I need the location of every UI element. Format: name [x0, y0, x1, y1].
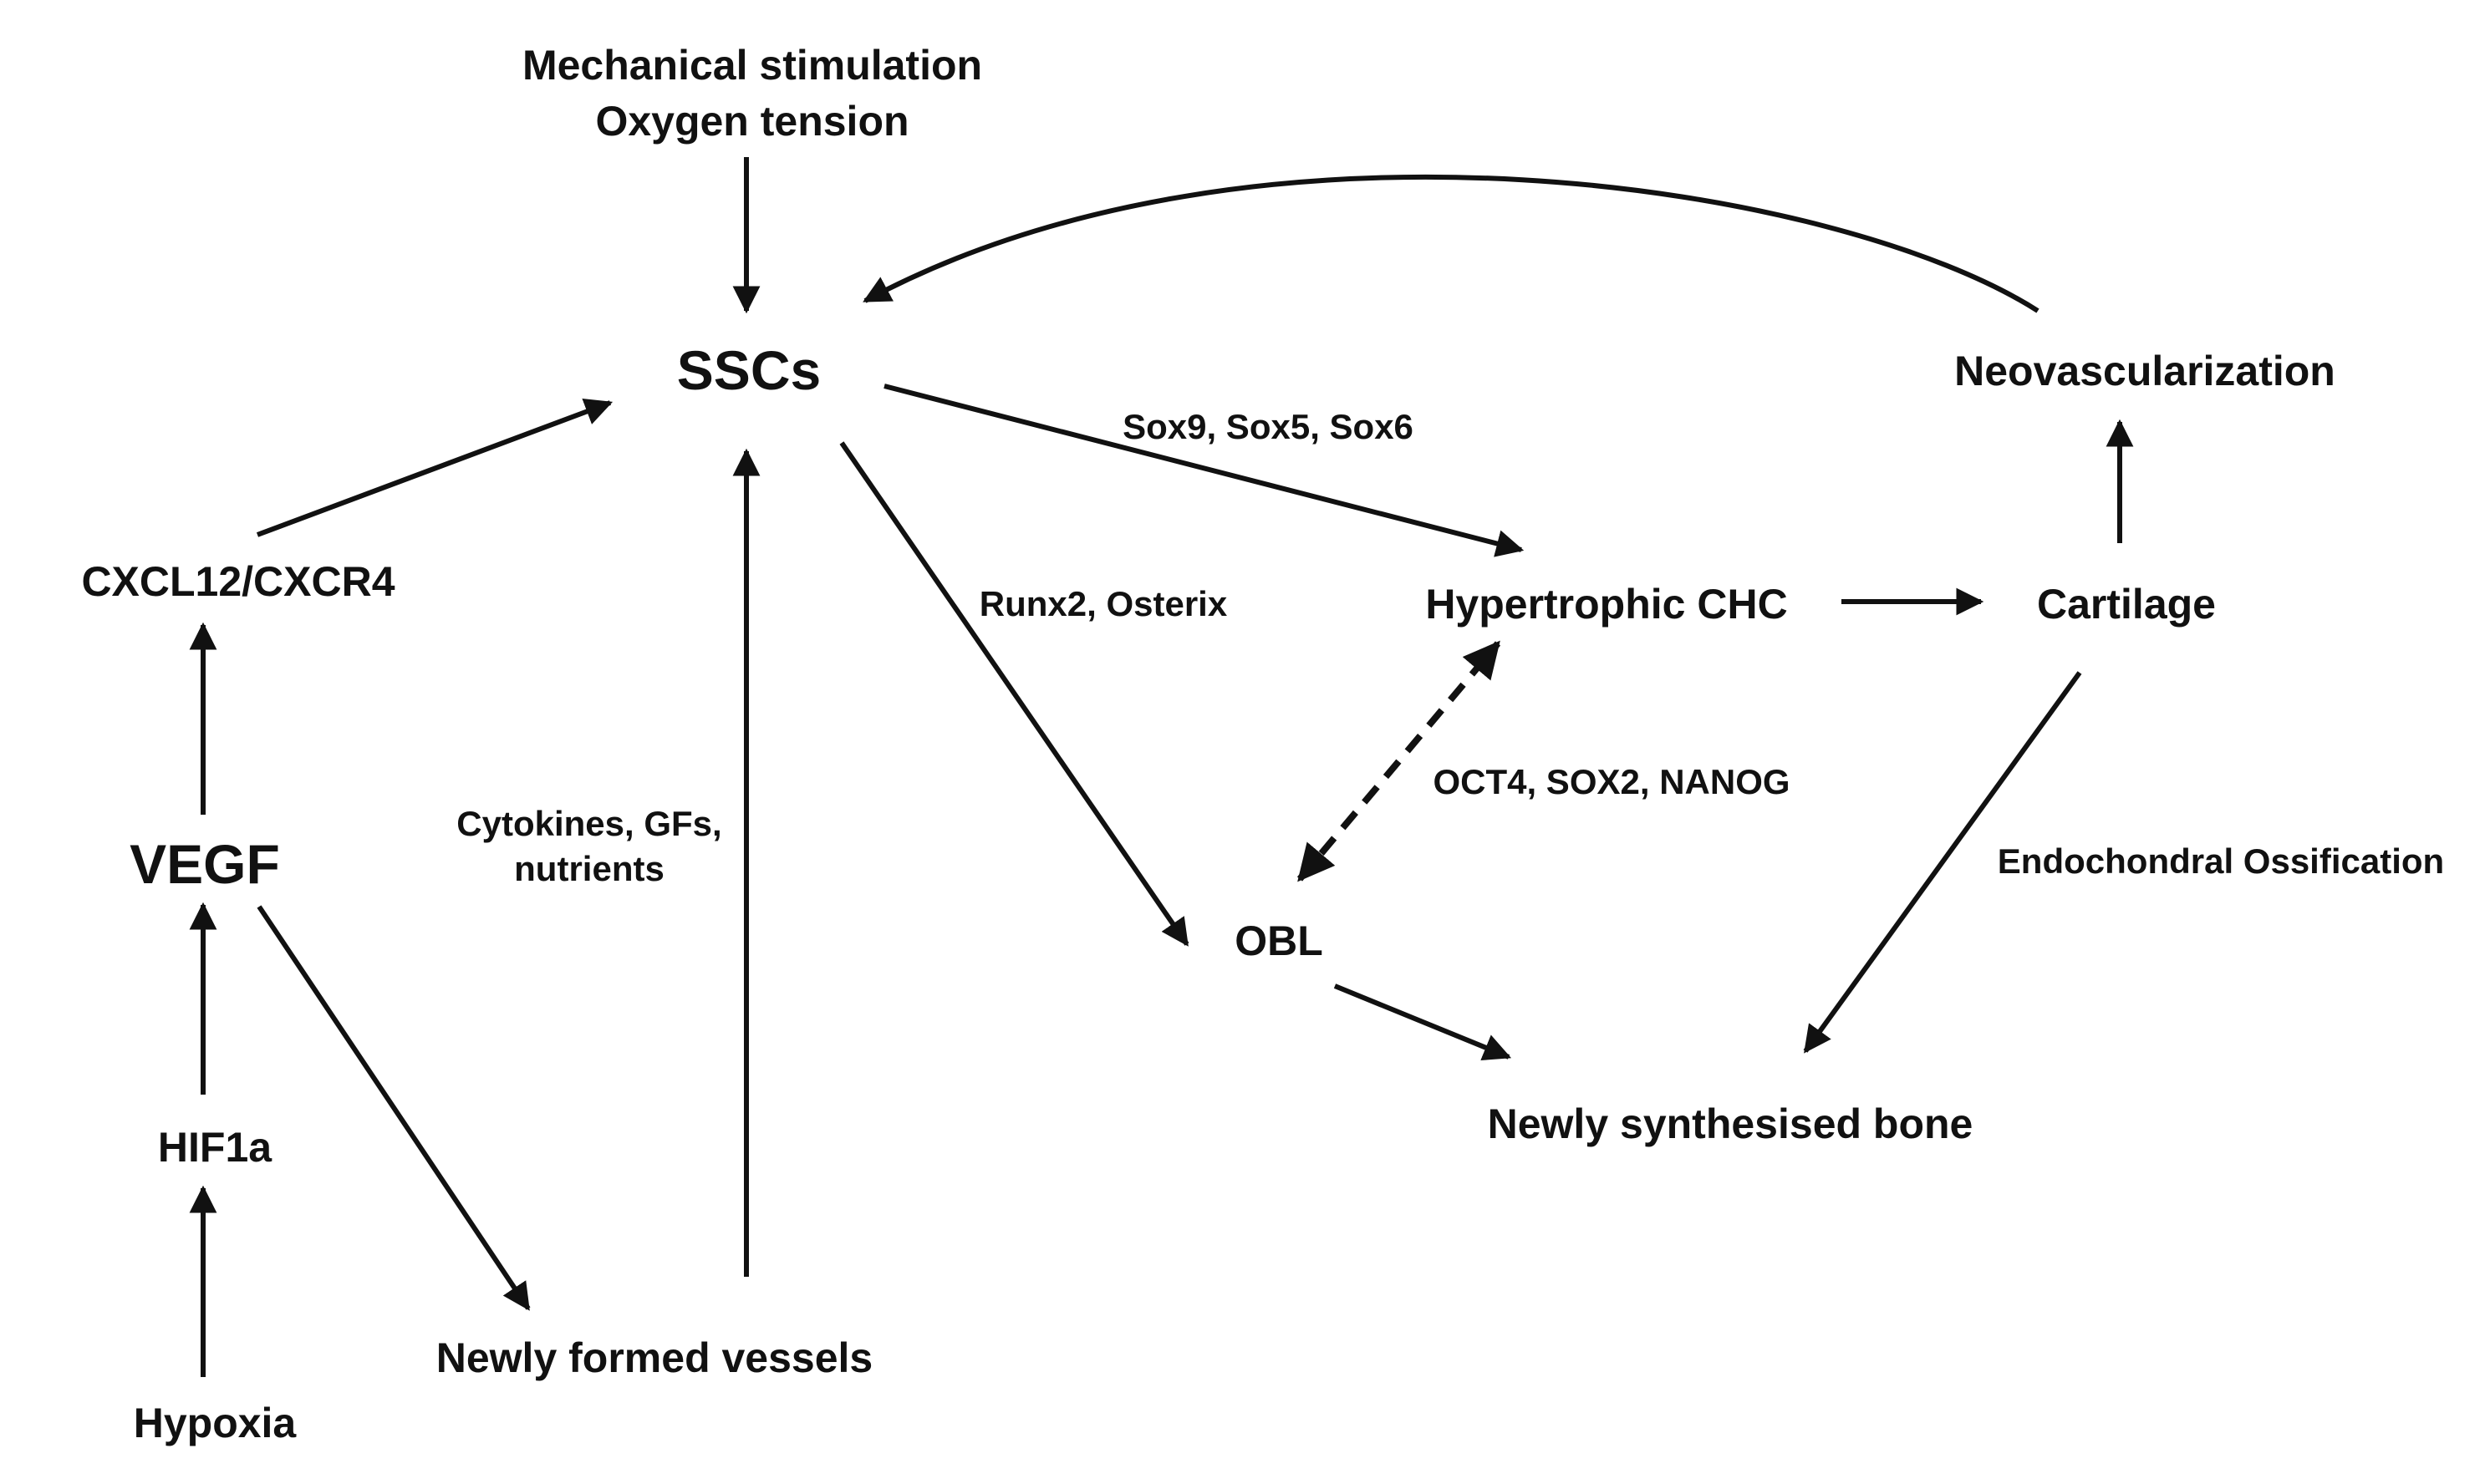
label-cytokines-line1: Cytokines, GFs,: [456, 804, 721, 843]
node-neovascularization: Neovascularization: [1954, 348, 2335, 394]
node-hypertrophic-chc: Hypertrophic CHC: [1425, 581, 1787, 628]
label-runx2-osterix: Runx2, Osterix: [980, 584, 1228, 623]
node-newly-synthesised-bone: Newly synthesised bone: [1488, 1100, 1973, 1147]
arrow-sscs-to-obl: [839, 441, 1189, 947]
node-mechanical-stimulation: Mechanical stimulation: [522, 42, 982, 89]
node-newly-formed-vessels: Newly formed vessels: [436, 1334, 873, 1381]
label-oct4-sox2-nanog: OCT4, SOX2, NANOG: [1433, 762, 1790, 801]
arrow-chc-obl-bidirectional: [1296, 640, 1501, 882]
arrow-neovascularization-to-sscs: [863, 174, 2039, 313]
label-sox-factors: Sox9, Sox5, Sox6: [1123, 407, 1413, 446]
label-endochondral-ossification: Endochondral Ossification: [1998, 841, 2444, 881]
node-oxygen-tension: Oxygen tension: [595, 98, 909, 145]
arrow-vegf-to-vessels: [257, 905, 531, 1311]
node-hypoxia: Hypoxia: [134, 1400, 298, 1446]
node-cxcl12-cxcr4: CXCL12/CXCR4: [81, 558, 395, 605]
node-cartilage: Cartilage: [2037, 581, 2216, 628]
arrow-cartilage-to-bone: [1803, 671, 2082, 1054]
label-cytokines-line2: nutrients: [514, 849, 665, 888]
node-vegf: VEGF: [130, 833, 280, 895]
node-sscs: SSCs: [677, 339, 821, 401]
node-obl: OBL: [1235, 917, 1323, 964]
arrow-sscs-to-hypertrophic-chc: [883, 384, 1525, 557]
arrow-cxcl12-to-sscs: [256, 398, 614, 537]
nodes: Mechanical stimulation Oxygen tension SS…: [81, 42, 2335, 1446]
arrow-obl-to-bone: [1333, 983, 1512, 1061]
edge-labels: Sox9, Sox5, Sox6 Runx2, Osterix OCT4, SO…: [456, 407, 2444, 888]
edges: [189, 157, 2134, 1377]
node-hif1a: HIF1a: [158, 1124, 272, 1171]
